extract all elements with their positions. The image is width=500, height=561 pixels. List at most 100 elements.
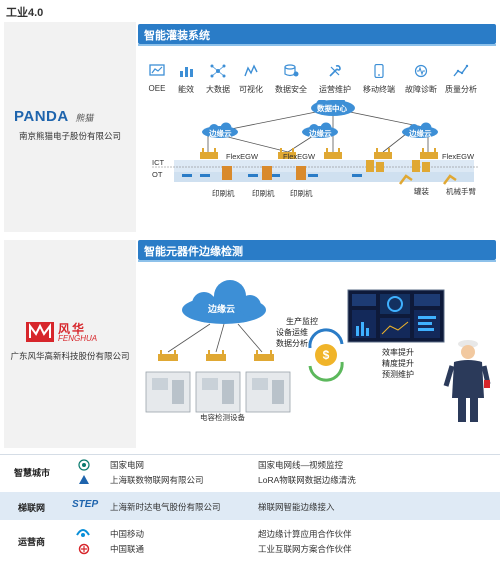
china-unicom-logo bbox=[78, 543, 90, 555]
bar-chart-icon bbox=[180, 67, 193, 77]
capacitance-machine-2 bbox=[195, 371, 241, 413]
table-row-operators: 运营商 中国移动 中国联通 超边缘计算应用合作伙伴 工业互联网方案合作伙伴 bbox=[0, 524, 500, 558]
svg-text:$: $ bbox=[323, 348, 330, 362]
gateway-device-5 bbox=[420, 148, 438, 159]
ot-label: OT bbox=[152, 170, 163, 179]
link-right-gw bbox=[382, 133, 407, 153]
panda-logo: PANDA 熊猫 bbox=[14, 108, 134, 126]
link-dc-left bbox=[225, 111, 317, 131]
edge-cloud-right-label: 边缘云 bbox=[409, 129, 432, 138]
gateway-label-2: FlexEGW bbox=[283, 152, 316, 161]
printer-label-3: 印刷机 bbox=[290, 189, 313, 198]
edge-cloud-left-label: 边缘云 bbox=[209, 129, 232, 138]
desc-video-monitor: 国家电网线—视频监控 bbox=[258, 460, 344, 470]
panda-logo-text: PANDA bbox=[14, 108, 69, 125]
section2-banner: 智能元器件边缘检测 bbox=[138, 240, 496, 262]
function-data-analysis: 数据分析 bbox=[276, 339, 308, 348]
benefit-efficiency: 效率提升 bbox=[382, 348, 414, 357]
function-production-monitor: 生产监控 bbox=[286, 317, 318, 326]
gateway-device-1 bbox=[200, 148, 218, 159]
capacitance-machine-3 bbox=[245, 371, 291, 413]
company-step: 上海新时达电气股份有限公司 bbox=[110, 502, 221, 512]
feature-oee: OEE bbox=[134, 64, 180, 93]
data-center-label: 数据中心 bbox=[317, 104, 347, 113]
edge-cloud-mid-label: 边缘云 bbox=[309, 129, 332, 138]
company-china-mobile: 中国移动 bbox=[110, 529, 145, 539]
wrench-icon bbox=[329, 65, 341, 77]
feature-energy: 能效 bbox=[163, 64, 209, 95]
database-shield-icon bbox=[284, 64, 299, 77]
s2-edge-cloud-label: 边缘云 bbox=[208, 304, 236, 314]
edge-cloud-right bbox=[402, 122, 438, 138]
step-logo: STEP bbox=[72, 499, 99, 510]
tank-label: 罐装 bbox=[414, 187, 429, 196]
desc-edge-partner: 超边缘计算应用合作伙伴 bbox=[258, 529, 352, 539]
big-data-icon bbox=[210, 64, 226, 78]
edge-cloud-s2 bbox=[182, 280, 266, 324]
company-state-grid: 国家电网 bbox=[110, 460, 145, 470]
company-shanghai-iot: 上海联数物联网有限公司 bbox=[110, 475, 204, 485]
capacitance-device-label: 电容检测设备 bbox=[200, 413, 245, 422]
edge-detection-diagram: $ bbox=[145, 280, 491, 422]
function-equipment-maintenance: 设备运维 bbox=[276, 328, 308, 337]
dashboard-monitor bbox=[347, 289, 445, 343]
feature-quality: 质量分析 bbox=[438, 64, 484, 95]
desc-lora: LoRA物联网数据边缘清洗 bbox=[258, 475, 356, 485]
panda-logo-sub: 熊猫 bbox=[75, 113, 94, 123]
printer-machine-3 bbox=[296, 166, 306, 180]
gateway-label-1: FlexEGW bbox=[226, 152, 259, 161]
engineer-figure bbox=[443, 340, 491, 422]
fenghua-company-name: 广东风华高新科技股份有限公司 bbox=[10, 351, 130, 361]
company-china-unicom: 中国联通 bbox=[110, 544, 145, 554]
gateway-label-3: FlexEGW bbox=[442, 152, 475, 161]
desc-elevator-edge: 梯联网智能边缘接入 bbox=[258, 502, 335, 512]
dollar-cycle-icon: $ bbox=[308, 328, 344, 382]
robot-arms bbox=[399, 174, 457, 185]
tank-machines bbox=[366, 160, 430, 172]
feature-maintenance: 运营维护 bbox=[312, 64, 358, 95]
visualization-icon bbox=[244, 64, 258, 77]
fenghua-logo-text: 风华 bbox=[58, 322, 87, 336]
category-label: 运营商 bbox=[18, 537, 46, 547]
fenghua-logo: 风华 FENGHUA bbox=[26, 320, 126, 346]
capacitance-machine-1 bbox=[145, 371, 191, 413]
edge-cloud-left bbox=[202, 122, 238, 138]
printer-machine-1 bbox=[222, 166, 232, 180]
fenghua-logo-mark bbox=[26, 322, 54, 342]
section1-left-panel bbox=[4, 22, 136, 232]
feature-mobile: 移动终端 bbox=[356, 64, 402, 95]
printer-machine-2 bbox=[262, 166, 272, 180]
edge-cloud-mid bbox=[302, 122, 338, 138]
data-center-cloud bbox=[311, 100, 355, 116]
feature-diagnosis: 故障诊断 bbox=[398, 64, 444, 95]
feature-icons-row: OEE 能效 大数据 可视化 数据安全 运营维护 移动终端 故障诊断 质量分析 bbox=[140, 64, 496, 94]
ict-label: ICT bbox=[152, 158, 165, 167]
table-row-elevator-iot: 梯联网 STEP 上海新时达电气股份有限公司 梯联网智能边缘接入 bbox=[0, 492, 500, 520]
robot-arm-label: 机械手臂 bbox=[446, 187, 476, 196]
china-mobile-logo bbox=[76, 529, 90, 537]
feature-bigdata: 大数据 bbox=[195, 64, 241, 95]
shanghai-iot-logo bbox=[79, 475, 89, 484]
s2-gateway-3 bbox=[254, 350, 274, 361]
mobile-icon bbox=[374, 64, 384, 78]
s2-gateway-2 bbox=[206, 350, 226, 361]
benefit-accuracy: 精度提升 bbox=[382, 359, 414, 368]
category-label: 智慧城市 bbox=[14, 468, 51, 478]
network-diagram bbox=[152, 100, 478, 185]
printer-label-2: 印刷机 bbox=[252, 189, 275, 198]
table-row-smart-city: 智慧城市 国家电网 上海联数物联网有限公司 国家电网线—视频监控 LoRA物联网… bbox=[0, 454, 500, 488]
panda-company-name: 南京熊猫电子股份有限公司 bbox=[18, 131, 121, 141]
gateway-device-4 bbox=[374, 148, 392, 159]
gateway-device-3 bbox=[324, 148, 342, 159]
conveyor-line bbox=[174, 172, 474, 182]
section2-left-panel bbox=[4, 240, 136, 448]
printer-label-1: 印刷机 bbox=[212, 189, 235, 198]
page-title: 工业4.0 bbox=[6, 7, 44, 19]
feature-security: 数据安全 bbox=[268, 64, 314, 95]
state-grid-logo bbox=[78, 459, 90, 471]
oee-icon bbox=[149, 64, 165, 76]
diagnosis-icon bbox=[414, 64, 428, 78]
s2-gateway-1 bbox=[158, 350, 178, 361]
benefit-predictive: 预测维护 bbox=[382, 370, 414, 379]
fenghua-logo-sub: FENGHUA bbox=[58, 334, 98, 343]
